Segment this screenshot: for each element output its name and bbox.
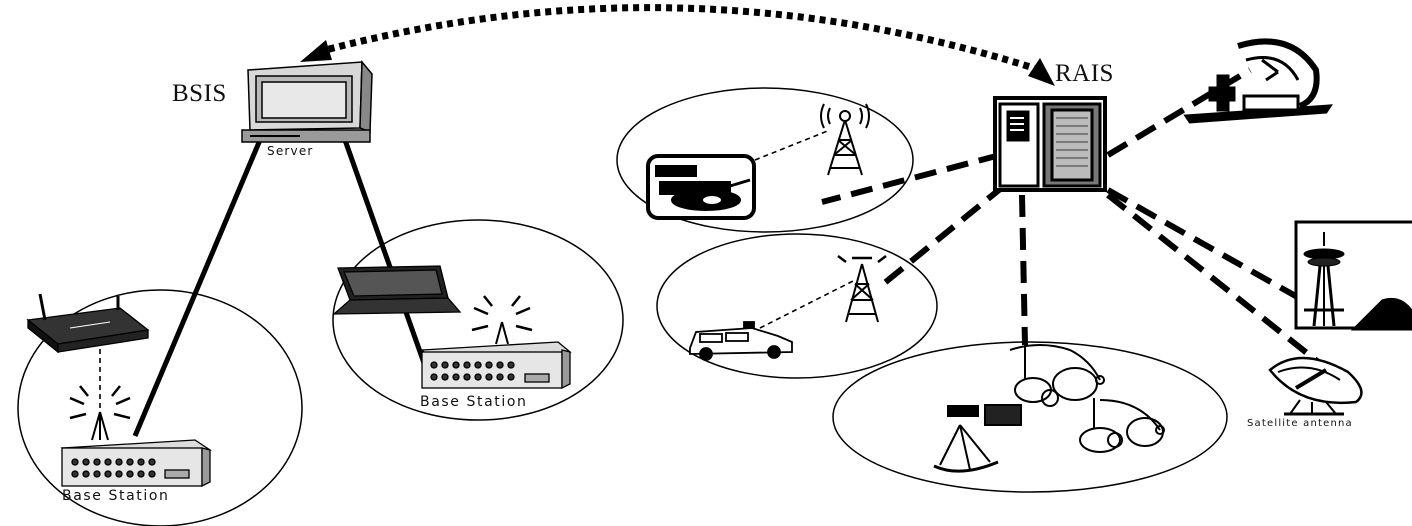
coverage-circle-center-left: [333, 220, 623, 420]
coverage-circle-car: [657, 234, 937, 378]
rais-label: RAIS: [1055, 60, 1114, 88]
arrowhead-right: [1028, 58, 1055, 86]
satellite-icon: [1186, 41, 1330, 122]
bsis-rais-link: [318, 8, 1040, 70]
car-icon: [690, 322, 792, 360]
base-station-label-right: Base Station: [420, 394, 528, 410]
antenna-tower-icon: [821, 104, 869, 175]
server-icon: [242, 62, 372, 142]
satellite-antenna-label: Satellite antenna: [1247, 418, 1353, 429]
space-needle-icon: [1296, 222, 1412, 330]
server-link-right: [345, 140, 430, 380]
coverage-circle-camera: [833, 342, 1227, 492]
laptop-icon: [334, 266, 460, 314]
server-label: Server: [267, 144, 314, 158]
arrowhead-left: [300, 40, 332, 62]
tank-icon: [648, 156, 754, 218]
camera-crew-icon: [934, 345, 1164, 471]
router-icon: [28, 294, 148, 352]
satellite-dish-icon: [1270, 358, 1361, 414]
base-station-label-left: Base Station: [62, 488, 170, 504]
server-link-left: [135, 140, 260, 436]
bsis-label: BSIS: [172, 80, 227, 108]
rais-server-icon: [995, 98, 1105, 190]
antenna-tower-icon: [838, 256, 886, 322]
